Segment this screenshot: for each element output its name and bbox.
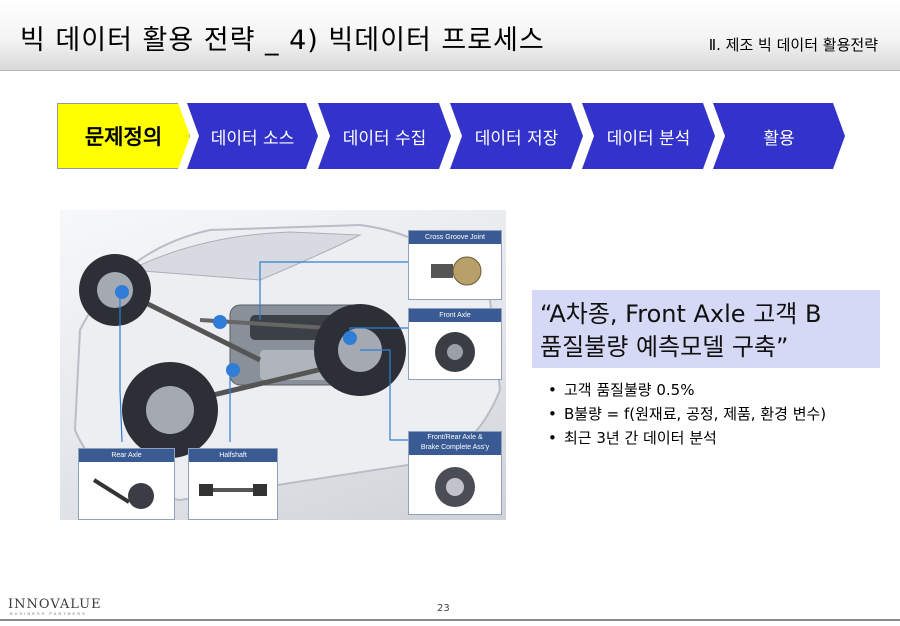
car-chassis-figure: Cross Groove Joint Front Axle Front/Rear… bbox=[60, 210, 506, 520]
footer-divider bbox=[0, 619, 900, 621]
company-logo-subtitle: BUSINESS PARTNERS bbox=[10, 611, 87, 616]
step-label: 문제정의 bbox=[84, 125, 163, 149]
inset-halfshaft: Halfshaft bbox=[188, 448, 278, 520]
goal-highlight-box bbox=[532, 290, 880, 368]
goal-statement: “A차종, Front Axle 고객 B 품질불량 예측모델 구축” bbox=[540, 298, 821, 364]
inset-label-line: Brake Complete Ass'y bbox=[420, 444, 490, 451]
section-label: Ⅱ. 제조 빅 데이터 활용전략 bbox=[708, 36, 878, 54]
callout-dot-icon bbox=[343, 331, 357, 345]
bullet-list: 고객 품질불량 0.5% B불량 = f(원재료, 공정, 제품, 환경 변수)… bbox=[548, 380, 884, 452]
brake-assembly-icon bbox=[435, 467, 475, 507]
bullet-item: 최근 3년 간 데이터 분석 bbox=[548, 428, 884, 449]
step-data-source: 데이터 소스 bbox=[187, 103, 318, 169]
step-utilization: 활용 bbox=[713, 103, 845, 169]
step-label: 활용 bbox=[763, 128, 795, 149]
car-illustration bbox=[73, 223, 502, 502]
inset-label: Rear Axle bbox=[79, 449, 174, 462]
step-data-storage: 데이터 저장 bbox=[450, 103, 583, 169]
inset-label: Cross Groove Joint bbox=[409, 231, 501, 244]
step-data-collection: 데이터 수집 bbox=[318, 103, 451, 169]
inset-label: Front/Rear Axle & Brake Complete Ass'y bbox=[409, 432, 501, 455]
inset-front-rear-axle-brake: Front/Rear Axle & Brake Complete Ass'y bbox=[408, 431, 502, 515]
goal-line: 품질불량 예측모델 구축” bbox=[540, 333, 789, 361]
step-data-analysis: 데이터 분석 bbox=[582, 103, 715, 169]
step-label: 데이터 수집 bbox=[342, 128, 427, 149]
bullet-item: 고객 품질불량 0.5% bbox=[548, 380, 884, 401]
company-logo: INNOVALUE bbox=[8, 597, 102, 612]
cross-groove-joint-icon bbox=[431, 256, 482, 286]
halfshaft-icon bbox=[199, 484, 267, 496]
callout-dot-icon bbox=[226, 363, 240, 377]
goal-line: “A차종, Front Axle 고객 B bbox=[540, 300, 822, 328]
callout-dot-icon bbox=[115, 285, 129, 299]
front-axle-icon bbox=[435, 332, 475, 372]
inset-label: Front Axle bbox=[409, 309, 501, 322]
callout-dot-icon bbox=[213, 315, 227, 329]
inset-cross-groove-joint: Cross Groove Joint bbox=[408, 230, 502, 300]
title-bar: 빅 데이터 활용 전략 _ 4) 빅데이터 프로세스 Ⅱ. 제조 빅 데이터 활… bbox=[0, 0, 900, 71]
slide-title: 빅 데이터 활용 전략 _ 4) 빅데이터 프로세스 bbox=[20, 25, 545, 56]
inset-front-axle: Front Axle bbox=[408, 308, 502, 380]
inset-rear-axle: Rear Axle bbox=[78, 448, 175, 520]
step-label: 데이터 분석 bbox=[606, 128, 691, 149]
step-problem-definition: 문제정의 bbox=[57, 103, 190, 169]
page-number: 23 bbox=[437, 603, 450, 614]
inset-label: Halfshaft bbox=[189, 449, 277, 462]
step-label: 데이터 소스 bbox=[210, 128, 295, 149]
process-flow: 문제정의 데이터 소스 데이터 수집 데이터 저장 데이터 분석 활용 bbox=[57, 103, 857, 169]
bullet-item: B불량 = f(원재료, 공정, 제품, 환경 변수) bbox=[548, 404, 884, 425]
inset-label-line: Front/Rear Axle & bbox=[427, 434, 483, 441]
rear-axle-icon bbox=[92, 478, 154, 509]
step-label: 데이터 저장 bbox=[474, 128, 559, 149]
